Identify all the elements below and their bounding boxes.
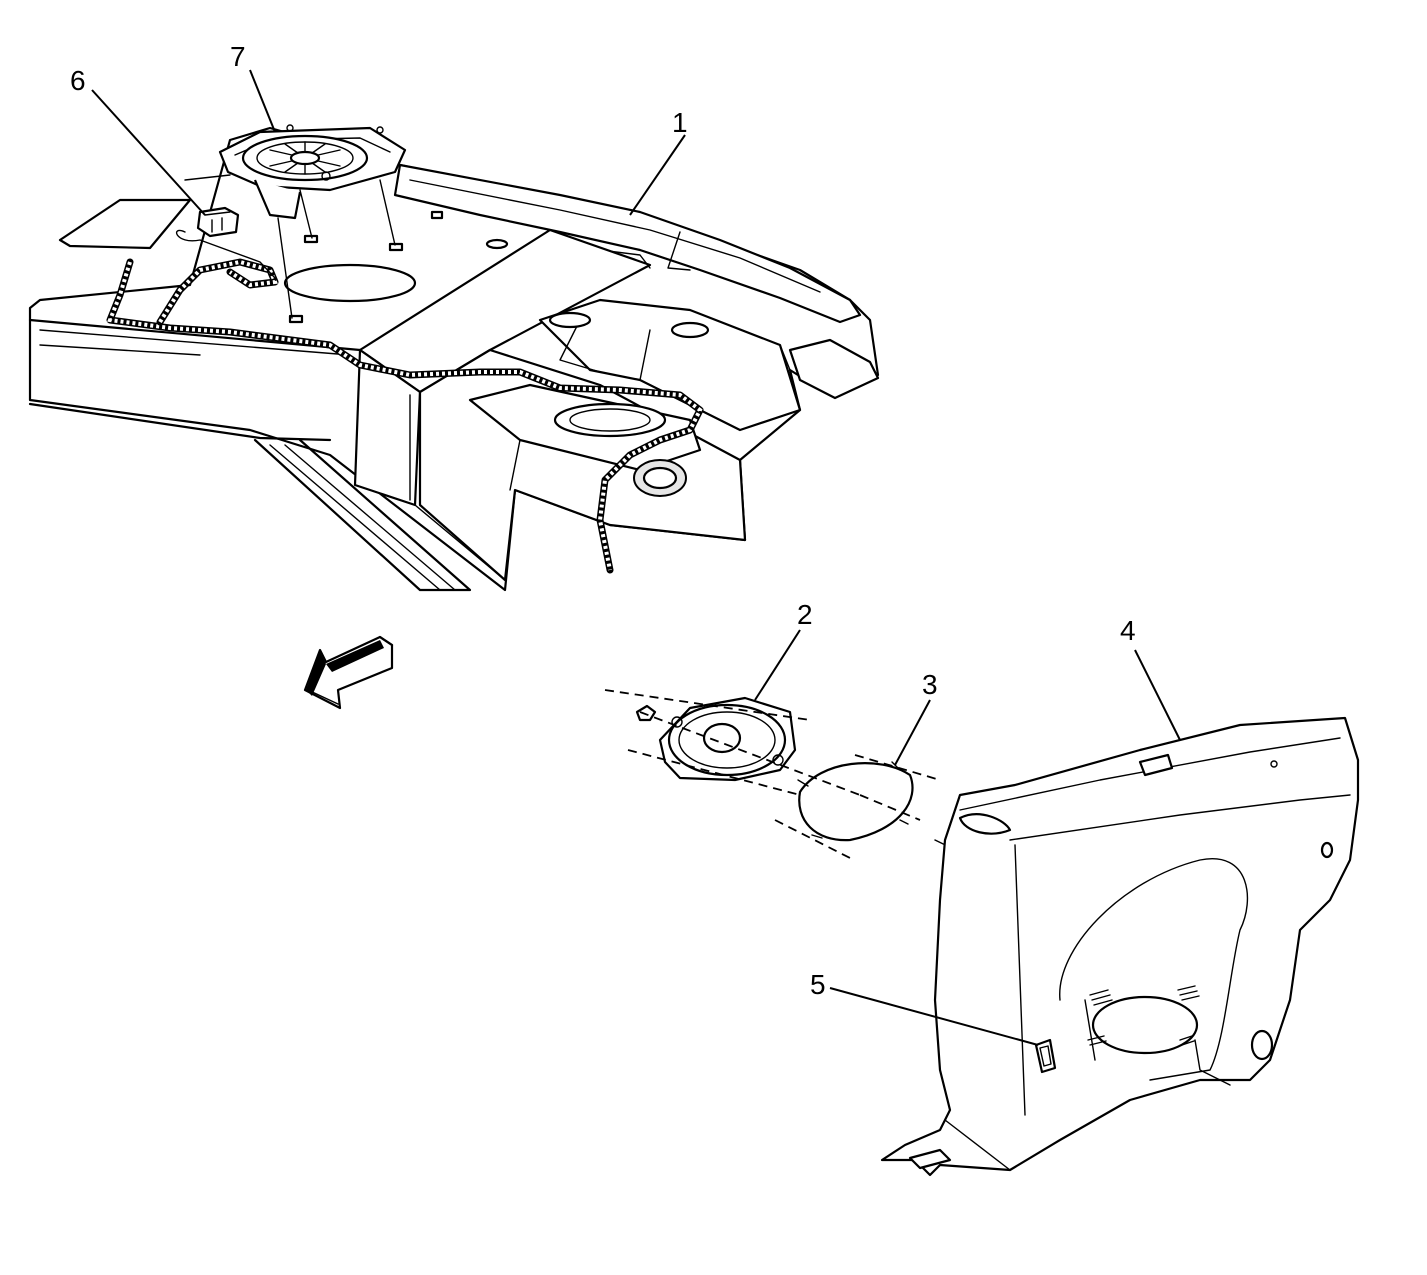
callout-5: 5 (810, 969, 826, 1000)
callout-2: 2 (797, 599, 813, 630)
quarter-trim-panel (880, 716, 1360, 1177)
callout-1: 1 (672, 107, 688, 138)
rear-shelf-speaker (218, 124, 407, 319)
rear-shelf-panel (28, 126, 880, 592)
wiring-harness (106, 229, 704, 574)
speaker-gasket (797, 761, 914, 842)
callout-leaders (91, 69, 1181, 1046)
connector (196, 206, 240, 238)
front-direction-arrow-icon (303, 635, 394, 710)
callout-3: 3 (922, 669, 938, 700)
callout-4: 4 (1120, 615, 1136, 646)
callout-7: 7 (230, 41, 246, 72)
callout-labels: 1 2 3 4 5 6 7 (70, 41, 1136, 1000)
callout-6: 6 (70, 65, 86, 96)
retainer-clip (1034, 1038, 1057, 1074)
door-speaker (635, 696, 797, 782)
